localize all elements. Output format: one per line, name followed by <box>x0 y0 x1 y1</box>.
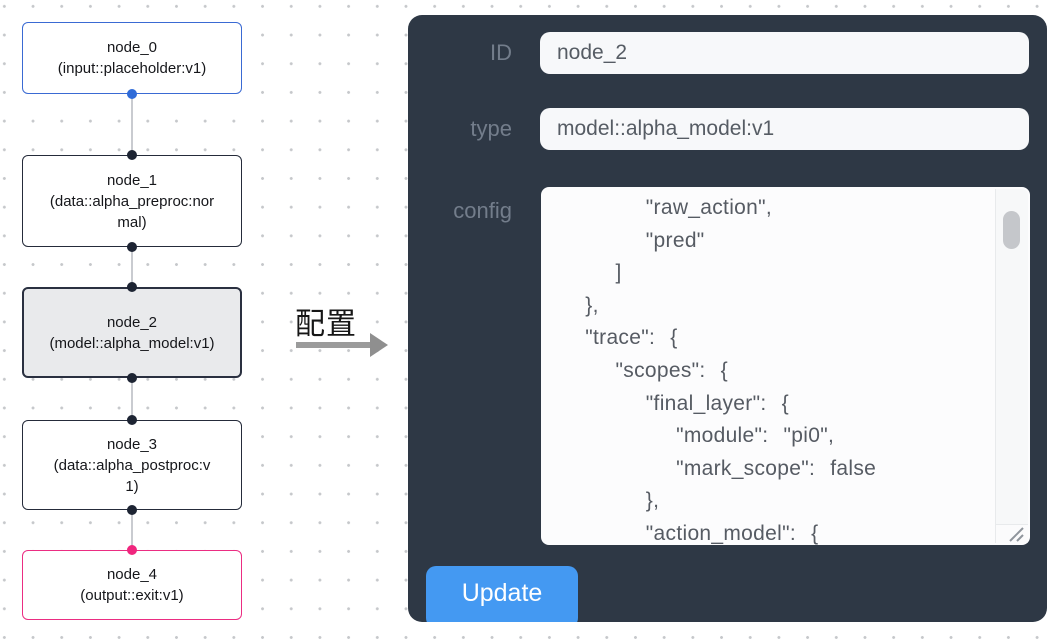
node-title: node_3 <box>106 435 158 453</box>
flow-node-node_0[interactable]: node_0 (input::placeholder:v1) <box>22 22 242 94</box>
node-handle[interactable] <box>127 545 137 555</box>
flow-node-node_2-selected[interactable]: node_2 (model::alpha_model:v1) <box>22 287 242 378</box>
flow-node-node_1[interactable]: node_1 (data::alpha_preproc:normal) <box>22 155 242 247</box>
type-field-label: type <box>470 116 512 141</box>
edge-connector[interactable] <box>131 94 133 155</box>
node-handle[interactable] <box>127 505 137 515</box>
node-subtitle: (data::alpha_preproc:normal) <box>49 192 215 231</box>
config-panel: ID type config "raw_action", "pred" ] },… <box>408 15 1047 622</box>
id-field-label: ID <box>490 40 512 65</box>
node-subtitle: (model::alpha_model:v1) <box>49 334 215 352</box>
configure-annotation: 配置 <box>295 308 357 341</box>
resize-grip-icon[interactable] <box>1006 526 1026 542</box>
node-subtitle: (output::exit:v1) <box>80 587 184 604</box>
node-subtitle: (data::alpha_postproc:v1) <box>53 456 211 495</box>
type-input[interactable] <box>540 108 1029 150</box>
node-handle[interactable] <box>127 242 137 252</box>
config-json-text: "raw_action", "pred" ] }, "trace": { "sc… <box>585 196 877 545</box>
right-arrow-icon <box>296 333 388 357</box>
edge-connector[interactable] <box>131 378 133 420</box>
node-handle[interactable] <box>127 373 137 383</box>
node-title: node_1 <box>106 171 158 189</box>
node-title: node_2 <box>106 313 158 331</box>
flow-node-node_3[interactable]: node_3 (data::alpha_postproc:v1) <box>22 420 242 510</box>
node-handle[interactable] <box>127 150 137 160</box>
scrollbar-track[interactable] <box>995 189 1028 525</box>
config-field-label: config <box>453 198 512 223</box>
node-handle[interactable] <box>127 89 137 99</box>
node-title: node_0 <box>106 39 158 56</box>
flow-node-node_4[interactable]: node_4 (output::exit:v1) <box>22 550 242 620</box>
node-handle[interactable] <box>127 415 137 425</box>
node-subtitle: (input::placeholder:v1) <box>57 60 207 77</box>
node-title: node_4 <box>106 566 158 583</box>
edge-connector[interactable] <box>131 510 133 550</box>
node-handle[interactable] <box>127 282 137 292</box>
id-input[interactable] <box>540 32 1029 74</box>
update-button[interactable]: Update <box>426 566 578 622</box>
edge-connector[interactable] <box>131 247 133 287</box>
scrollbar-thumb[interactable] <box>1003 211 1020 249</box>
config-textarea[interactable]: "raw_action", "pred" ] }, "trace": { "sc… <box>541 187 1030 545</box>
